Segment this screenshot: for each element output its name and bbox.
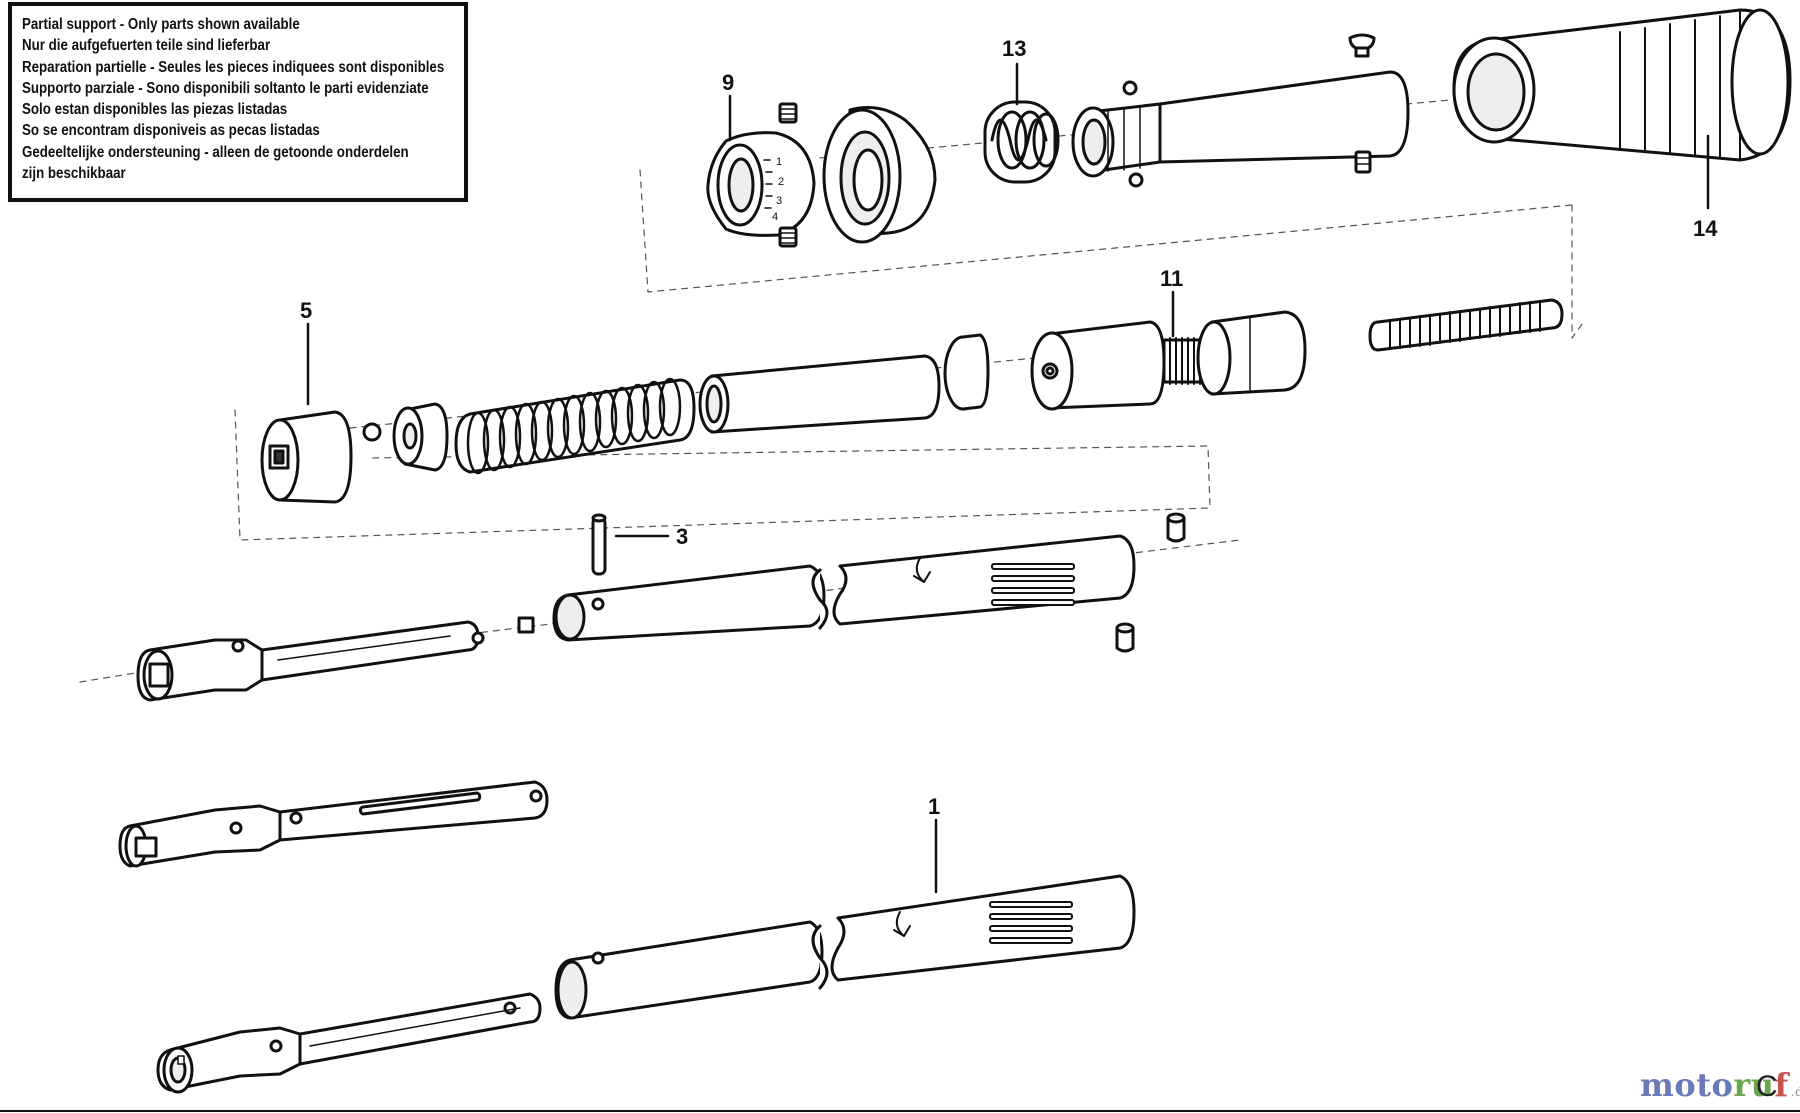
threaded-rod	[1368, 298, 1564, 352]
compression-spring	[454, 377, 696, 475]
bushing	[392, 402, 449, 472]
notice-line-it: Supporto parziale - Sono disponibili sol…	[22, 79, 429, 97]
screw-top-sleeve	[1348, 33, 1376, 58]
steel-ball	[362, 422, 382, 442]
small-cylinder-bottom	[1115, 622, 1135, 653]
wrench-square-drive-shaft-upper	[136, 620, 485, 702]
callout-3: 3	[676, 524, 688, 549]
notice-line-de: Nur die aufgefuerten teile sind lieferba…	[22, 37, 271, 55]
set-screw-top-9	[778, 102, 798, 124]
part-3-pin	[591, 513, 607, 576]
notice-line-en: Partial support - Only parts shown avail…	[22, 16, 300, 33]
set-screw-bottom-9	[778, 226, 798, 248]
notice-line-nl-2: zijn beschikbaar	[22, 165, 126, 183]
notice-line-nl-1: Gedeeltelijke ondersteuning - alleen de …	[22, 143, 409, 161]
collar-ring	[822, 106, 937, 244]
detent-ball-bottom	[1128, 172, 1144, 188]
small-square-key	[517, 616, 535, 634]
adjuster-sleeve	[1071, 70, 1410, 178]
dial-mark-3: 3	[776, 195, 782, 207]
notice-line-pt: So se encontram disponiveis as pecas lis…	[22, 122, 320, 140]
callout-1: 1	[928, 794, 940, 819]
outer-tube-upper	[552, 534, 1136, 642]
watermark-logo: motoruf.de	[1640, 1066, 1800, 1104]
dial-mark-4: 4	[772, 211, 778, 223]
small-cylinder-top	[1166, 512, 1186, 543]
notice-line-es: Solo estan disponibles las piezas listad…	[22, 101, 288, 119]
partial-support-notice: Partial support - Only parts shown avail…	[8, 2, 468, 202]
callout-9: 9	[722, 70, 734, 95]
inner-tube	[698, 354, 941, 434]
logo-part-3: f	[1774, 1066, 1789, 1104]
logo-part-2: ru	[1733, 1066, 1775, 1104]
screw-bottom-sleeve	[1354, 150, 1372, 174]
wrench-fork-shaft	[118, 780, 549, 868]
part-13-spring	[983, 100, 1060, 184]
part-11-adjuster-screw	[1030, 310, 1307, 411]
part-9-dial-ring: 1 2 3 4	[706, 131, 816, 237]
outer-tube-lower	[554, 874, 1136, 1020]
dial-scale-ticks	[763, 159, 773, 209]
part-5-end-cap	[260, 410, 353, 504]
logo-tld: .de	[1790, 1085, 1800, 1099]
callout-5: 5	[300, 298, 312, 323]
dial-mark-1: 1	[776, 156, 782, 168]
logo-part-1: moto	[1640, 1066, 1734, 1104]
detent-ball-top	[1122, 80, 1138, 96]
wrench-spline-shaft-lower	[156, 992, 542, 1094]
callout-11: 11	[1160, 266, 1183, 291]
callout-14: 14	[1693, 216, 1718, 241]
part-14-grip-handle	[1452, 8, 1792, 162]
dial-mark-2: 2	[778, 176, 784, 188]
callout-leaders	[306, 62, 1710, 894]
callout-13: 13	[1002, 36, 1026, 61]
sheet-letter: C	[1756, 1070, 1778, 1103]
notice-line-fr: Reparation partielle - Seules les pieces…	[22, 58, 445, 76]
end-plug	[943, 333, 990, 411]
